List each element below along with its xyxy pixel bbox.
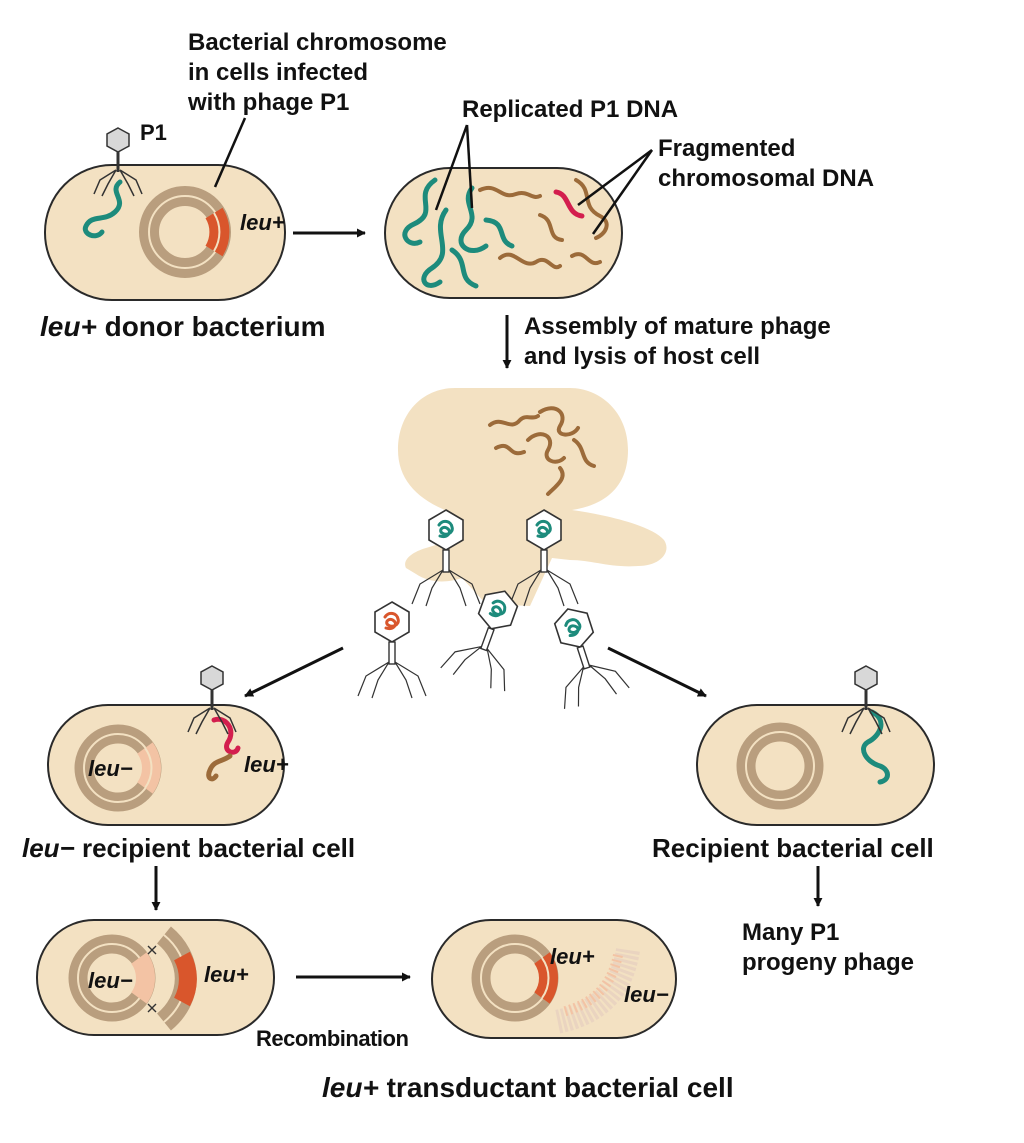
transductant-fragment-gene-label: leu− [624,982,669,1007]
arrow-to-recipient-left [244,646,344,698]
donor-cell-body [44,164,286,301]
replicated-p1-dna-label: Replicated P1 DNA [462,96,678,123]
incoming-leu-plus-gene [173,951,197,1007]
recombination-chromosome [68,934,156,1022]
lysing-cell-fragments [488,406,596,496]
lysing-cell [398,388,667,606]
recipient-chromosome [74,724,162,812]
incoming-fragment-arc [156,926,197,1031]
transductant-cell: leu+ leu− [431,919,677,1039]
donor-bacterium: P1 leu+ [44,117,286,301]
transductant-chromosome [471,934,559,1022]
recipient-leu-minus-caption: leu− recipient bacterial cell [22,833,355,863]
recipient-fragment-gene-label: leu+ [244,752,289,777]
recipient-chrom-gene-label: leu− [88,756,133,781]
injected-phage-dna [861,709,890,785]
transducing-phage [357,601,427,699]
bacterial-chromosome-label: Bacterial chromosome in cells infected w… [187,29,453,116]
fragment-leu-plus [553,189,585,219]
fragmented-chromosomal-dna-strands [478,178,609,270]
progeny-label: Many P1 progeny phage [742,919,914,976]
donor-leu-label: leu+ [240,210,285,235]
p1-label: P1 [140,120,167,145]
transduced-fragment-red [211,716,241,755]
replicated-pointer-2 [465,124,474,209]
arrow-to-recipient-right [607,646,707,698]
progeny-phage-3 [439,578,538,694]
donor-phage-dna [82,179,123,239]
infected-cell [384,167,623,299]
replicated-p1-dna-strands [402,177,515,289]
transduced-fragment-brown [206,753,233,782]
replicated-pointer-1 [434,124,469,211]
fragmented-dna-label: Fragmented chromosomal DNA [658,135,874,192]
progeny-phage-4 [534,597,631,712]
progeny-phage-1 [411,509,481,607]
transductant-caption: leu+ transductant bacterial cell [322,1072,734,1103]
chromosome-pointer-line [213,117,247,188]
recipient-right-caption: Recipient bacterial cell [652,833,934,863]
recipient-right-chromosome [736,722,824,810]
recombination-cell: leu− leu+ [36,919,275,1036]
assembly-lysis-label: Assembly of mature phage and lysis of ho… [524,313,837,370]
progeny-phage-2 [509,509,579,607]
degrading-leu-minus [560,953,623,1017]
donor-chromosome [139,186,231,278]
lysing-cell-body [398,388,667,606]
recipient-leu-minus-cell: leu− leu+ [47,664,289,826]
recipient-cell-right [696,664,935,826]
recomb-chrom-gene-label: leu− [88,968,133,993]
fragmented-pointer-2 [591,149,654,235]
fragmented-pointer-1 [577,148,653,207]
transductant-chrom-gene-label: leu+ [550,944,595,969]
degrading-fragment [553,947,640,1034]
crossover-marks [147,945,157,1013]
donor-caption: leu+ donor bacterium [40,311,326,342]
recombination-label: Recombination [256,1026,408,1051]
recomb-fragment-gene-label: leu+ [204,962,249,987]
